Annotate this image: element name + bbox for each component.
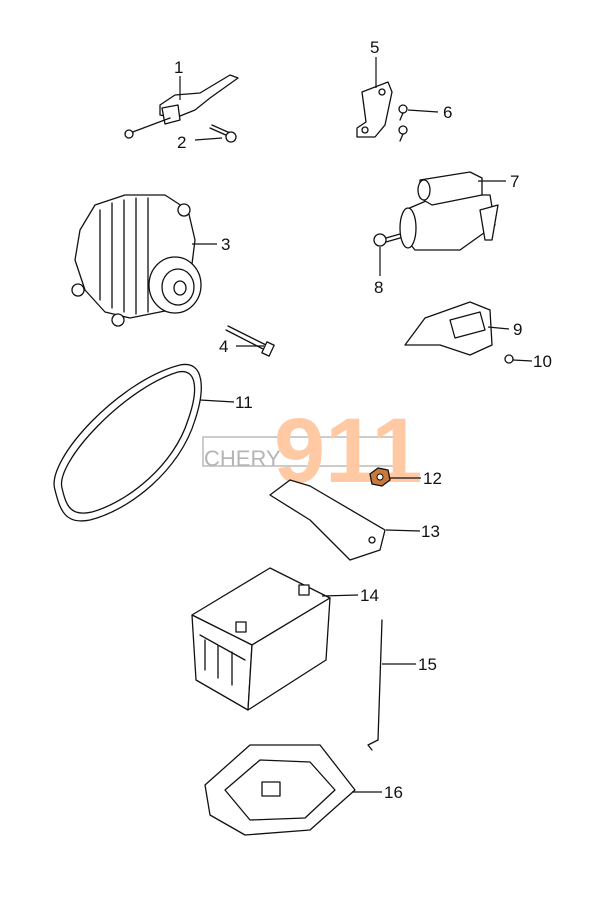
part-14-battery: [191, 567, 331, 711]
part-12-nut: [369, 467, 391, 487]
callout-1: 1: [174, 58, 183, 77]
part-11-belt: [53, 363, 202, 522]
part-7-starter: [399, 171, 499, 251]
part-1-bracket: [124, 74, 239, 139]
callout-11: 11: [235, 393, 253, 412]
part-13-bracket: [269, 479, 386, 561]
watermark-brand: CHERY: [204, 446, 281, 471]
part-8-bolt: [373, 233, 401, 247]
callout-16: 16: [384, 783, 403, 802]
callout-10: 10: [533, 352, 552, 371]
part-9-heat-shield: [404, 301, 493, 356]
callout-3: 3: [221, 235, 230, 254]
callouts: 1 2 3 4 5 6 7 8 9 10 11 12 13 14 15 16: [174, 38, 552, 802]
callout-15: 15: [418, 655, 437, 674]
part-10-bolt: [504, 354, 514, 364]
watermark: CHERY 911: [202, 400, 422, 502]
callout-2: 2: [177, 133, 186, 152]
part-2-bolt: [209, 124, 237, 143]
part-16-tray: [204, 744, 356, 836]
part-6-bolts: [398, 104, 408, 142]
part-5-bracket: [356, 81, 393, 138]
callout-7: 7: [510, 172, 519, 191]
callout-8: 8: [374, 278, 383, 297]
callout-6: 6: [443, 103, 452, 122]
callout-12: 12: [423, 469, 442, 488]
leader-lines: [179, 57, 533, 793]
callout-13: 13: [421, 522, 440, 541]
part-3-alternator: [71, 194, 202, 327]
part-4-long-bolt: [225, 325, 275, 357]
part-15-rod: [367, 619, 383, 751]
callout-9: 9: [513, 320, 522, 339]
watermark-box: [202, 436, 399, 467]
callout-14: 14: [360, 586, 379, 605]
callout-5: 5: [370, 38, 379, 57]
callout-4: 4: [219, 337, 228, 356]
